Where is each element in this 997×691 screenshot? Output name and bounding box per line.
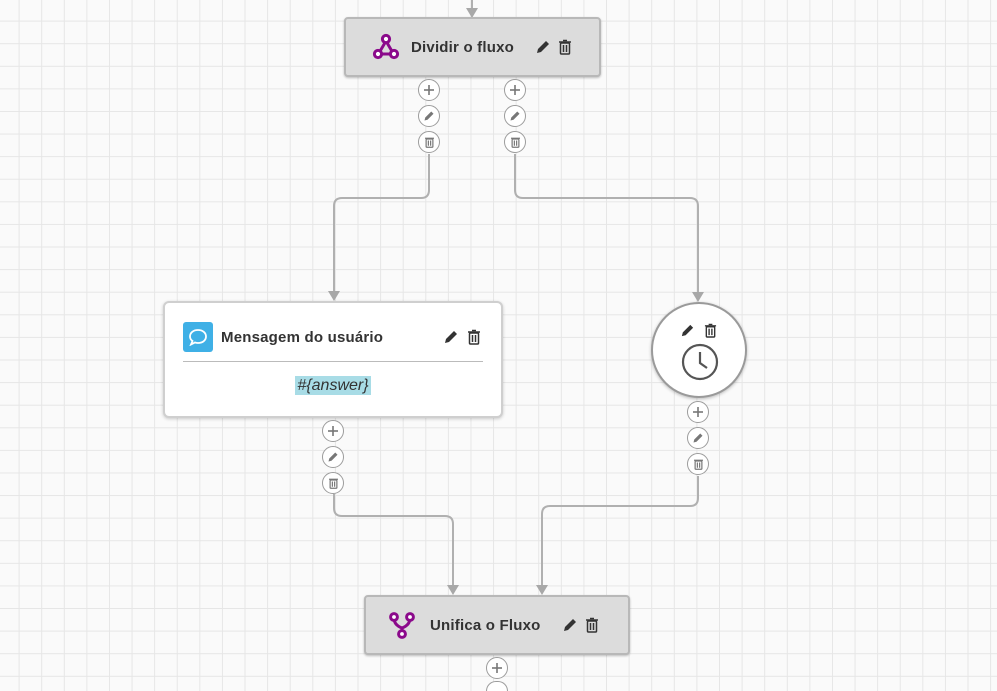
plus-icon	[328, 426, 338, 436]
plus-icon	[424, 85, 434, 95]
edge-split-left-to-message	[333, 154, 430, 294]
edge-timer-to-merge	[541, 476, 699, 588]
plus-icon	[492, 663, 502, 673]
add-step-button[interactable]	[504, 79, 526, 101]
pencil-icon[interactable]	[442, 328, 460, 346]
arrow-into-timer	[692, 292, 704, 302]
merge-flow-node[interactable]: Unifica o Fluxo	[364, 595, 630, 655]
add-step-button[interactable]	[687, 401, 709, 423]
user-message-node[interactable]: Mensagem do usuário #{answer}	[163, 301, 503, 418]
trash-icon[interactable]	[465, 328, 483, 346]
pencil-icon	[424, 111, 434, 121]
arrow-into-split	[466, 8, 478, 18]
chat-bubble-icon	[183, 322, 213, 352]
edit-connection-button[interactable]	[322, 446, 344, 468]
delete-connection-button[interactable]	[687, 453, 709, 475]
trash-icon[interactable]	[556, 38, 574, 56]
arrow-into-merge-left	[447, 585, 459, 595]
trash-icon[interactable]	[702, 322, 718, 338]
pencil-icon	[693, 433, 703, 443]
merge-flow-title: Unifica o Fluxo	[430, 616, 541, 634]
trash-icon	[693, 459, 703, 470]
add-step-button[interactable]	[322, 420, 344, 442]
answer-variable: #{answer}	[295, 376, 371, 395]
split-flow-icon	[372, 33, 400, 61]
user-message-header: Mensagem do usuário	[183, 321, 483, 362]
edit-connection-button[interactable]	[687, 427, 709, 449]
trash-icon	[510, 137, 520, 148]
pencil-icon	[510, 111, 520, 121]
user-message-title: Mensagem do usuário	[221, 328, 384, 346]
merge-flow-icon	[388, 611, 416, 639]
pencil-icon	[328, 452, 338, 462]
trash-icon	[328, 478, 338, 489]
user-message-body: #{answer}	[165, 376, 501, 395]
add-step-button[interactable]	[486, 657, 508, 679]
plus-icon	[510, 85, 520, 95]
timer-node[interactable]	[651, 302, 747, 398]
edit-connection-button[interactable]	[504, 105, 526, 127]
trash-icon	[424, 137, 434, 148]
pencil-icon[interactable]	[561, 616, 579, 634]
delete-connection-button[interactable]	[418, 131, 440, 153]
edit-connection-button[interactable]	[418, 105, 440, 127]
arrow-into-merge-right	[536, 585, 548, 595]
split-flow-node[interactable]: Dividir o fluxo	[344, 17, 601, 77]
plus-icon	[693, 407, 703, 417]
pencil-icon[interactable]	[679, 322, 695, 338]
delete-connection-button[interactable]	[504, 131, 526, 153]
add-step-button[interactable]	[418, 79, 440, 101]
clock-icon	[680, 342, 720, 382]
arrow-into-message	[328, 291, 340, 301]
delete-connection-button[interactable]	[322, 472, 344, 494]
pencil-icon[interactable]	[534, 38, 552, 56]
edge-message-to-merge	[333, 494, 454, 588]
trash-icon[interactable]	[583, 616, 601, 634]
edge-split-right-to-timer	[514, 154, 699, 294]
split-flow-title: Dividir o fluxo	[411, 38, 515, 56]
